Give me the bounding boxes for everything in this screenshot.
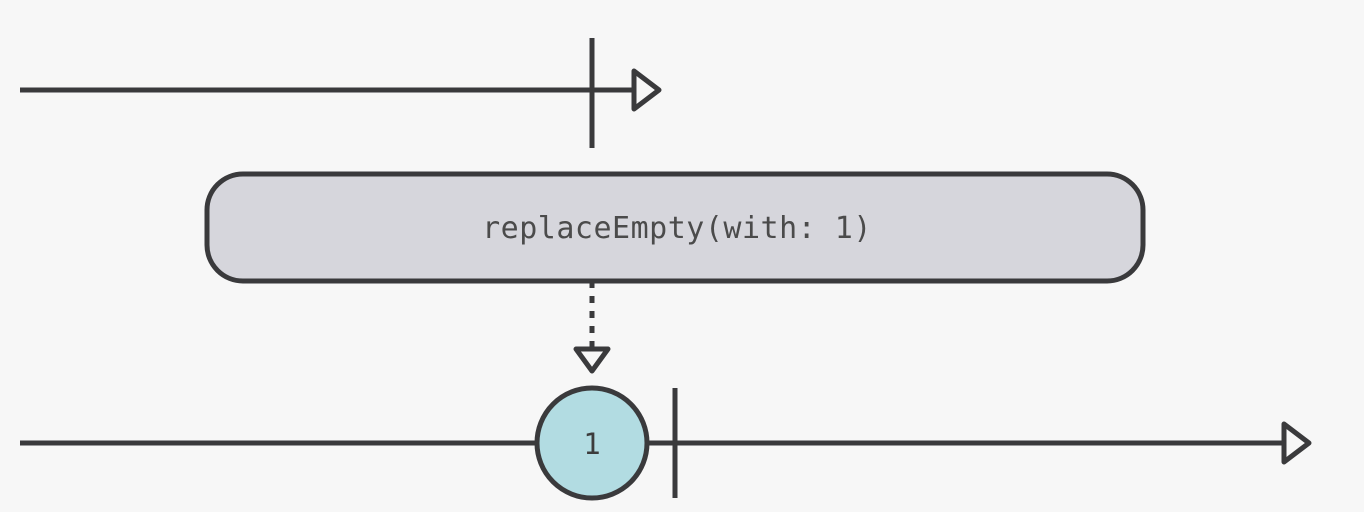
input-timeline [20, 38, 659, 148]
marble-value-label: 1 [583, 427, 600, 461]
connector-arrow-down-icon [576, 349, 608, 371]
operator-box-shape [204, 171, 1146, 284]
output-timeline: 1 [20, 385, 1309, 501]
operator-label: replaceEmpty(with: 1) [482, 211, 872, 246]
operator-box[interactable]: replaceEmpty(with: 1) [204, 171, 1146, 284]
marble-event-1[interactable]: 1 [534, 385, 650, 501]
marble-circle [534, 385, 650, 501]
output-timeline-arrow-icon [1284, 424, 1309, 462]
operator-output-connector [576, 281, 608, 371]
input-timeline-arrow-icon [634, 71, 659, 109]
